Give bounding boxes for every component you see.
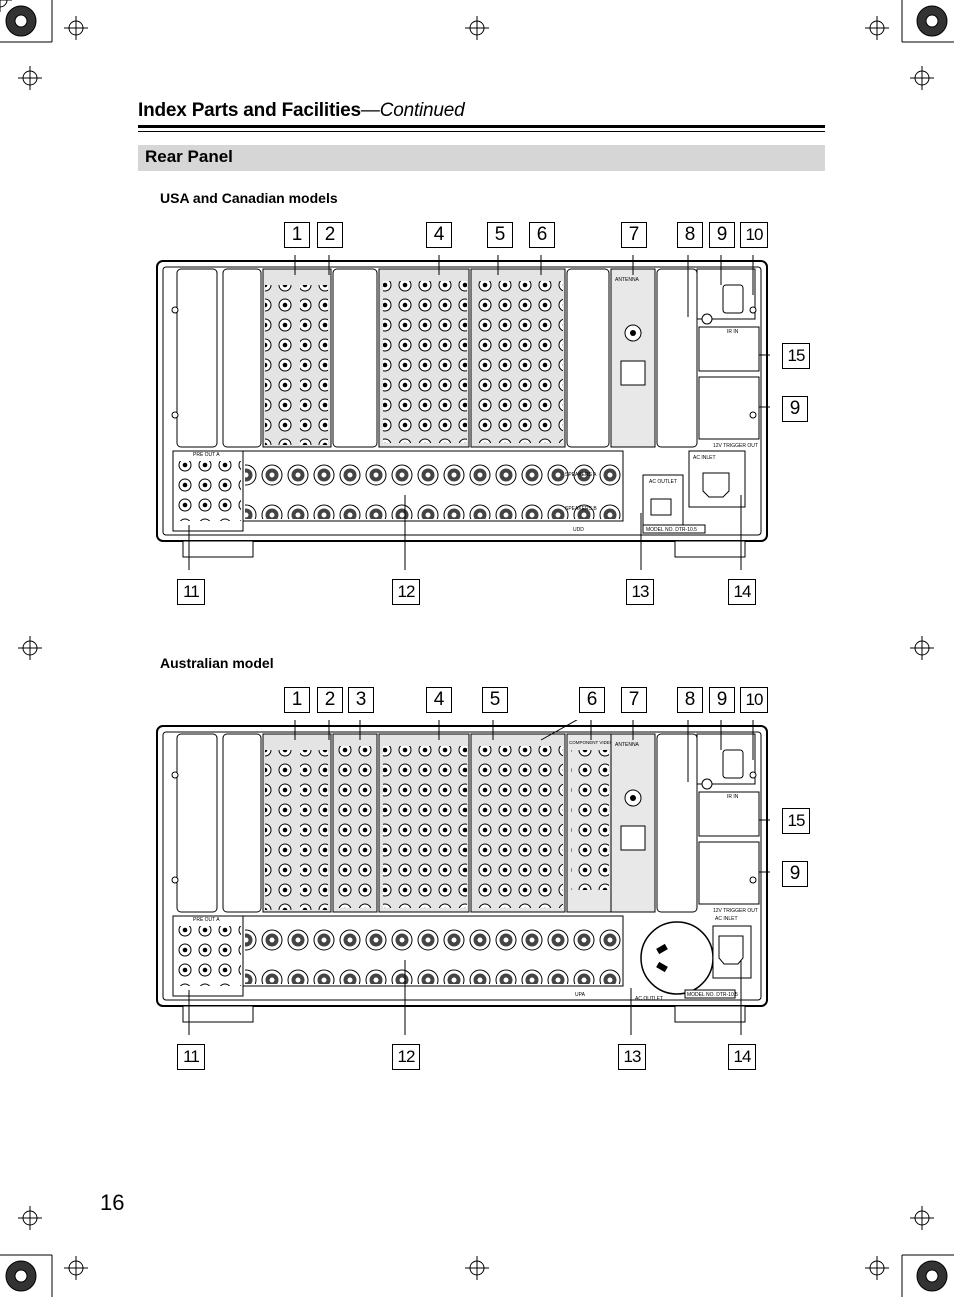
usa-rear-panel: ANTENNA IR IN 12V TRIGGER OUT PRE OUT A …: [156, 255, 770, 570]
callout: 14: [728, 579, 756, 605]
callout: 6: [529, 222, 555, 248]
svg-text:UPA: UPA: [575, 992, 586, 998]
svg-text:AC INLET: AC INLET: [693, 455, 716, 461]
usa-heading: USA and Canadian models: [160, 190, 338, 206]
callout: 13: [626, 579, 654, 605]
section-title: Rear Panel: [145, 147, 233, 166]
svg-text:IR IN: IR IN: [727, 329, 739, 335]
page-number: 16: [100, 1190, 125, 1215]
section-bar: [138, 145, 825, 171]
callout: 7: [621, 687, 647, 713]
aus-heading: Australian model: [160, 655, 274, 671]
callout: 10: [740, 687, 768, 713]
svg-text:SPEAKERS A: SPEAKERS A: [565, 472, 597, 478]
callout: 5: [482, 687, 508, 713]
svg-text:AC OUTLET: AC OUTLET: [649, 479, 677, 485]
callout: 11: [177, 579, 205, 605]
callout: 7: [621, 222, 647, 248]
svg-text:SPEAKERS B: SPEAKERS B: [565, 506, 597, 512]
callout: 9: [782, 861, 808, 887]
callout: 13: [618, 1044, 646, 1070]
callout: 9: [782, 396, 808, 422]
callout: 1: [284, 222, 310, 248]
header-continued: —Continued: [360, 100, 465, 121]
svg-text:MODEL NO. DTR-10.5: MODEL NO. DTR-10.5: [646, 527, 697, 533]
svg-text:PRE OUT A: PRE OUT A: [193, 917, 220, 923]
svg-text:ANTENNA: ANTENNA: [615, 742, 640, 748]
callout: 8: [677, 222, 703, 248]
header-rule-thin: [138, 131, 825, 132]
callout: 12: [392, 1044, 420, 1070]
callout: 14: [728, 1044, 756, 1070]
svg-text:MODEL NO. DTR-10.5: MODEL NO. DTR-10.5: [687, 992, 738, 998]
svg-text:12V TRIGGER OUT: 12V TRIGGER OUT: [713, 908, 758, 914]
callout: 3: [348, 687, 374, 713]
callout: 4: [426, 687, 452, 713]
callout: 8: [677, 687, 703, 713]
svg-text:PRE OUT A: PRE OUT A: [193, 452, 220, 458]
svg-text:COMPONENT VIDEO: COMPONENT VIDEO: [569, 740, 614, 745]
callout: 4: [426, 222, 452, 248]
callout: 15: [782, 343, 810, 369]
callout: 2: [317, 222, 343, 248]
callout: 5: [487, 222, 513, 248]
svg-text:IR IN: IR IN: [727, 794, 739, 800]
svg-text:AC INLET: AC INLET: [715, 916, 738, 922]
callout: 9: [709, 222, 735, 248]
callout: 11: [177, 1044, 205, 1070]
svg-text:AC OUTLET: AC OUTLET: [635, 996, 663, 1002]
callout: 1: [284, 687, 310, 713]
callout: 9: [709, 687, 735, 713]
svg-text:UDD: UDD: [573, 527, 584, 533]
header-rule: [138, 125, 825, 128]
svg-text:12V TRIGGER OUT: 12V TRIGGER OUT: [713, 443, 758, 449]
callout: 15: [782, 808, 810, 834]
callout: 10: [740, 222, 768, 248]
callout: 12: [392, 579, 420, 605]
aus-rear-panel: COMPONENT VIDEO ANTENNA IR IN 12V TRIGGE…: [156, 720, 770, 1035]
antenna-label: ANTENNA: [615, 277, 640, 283]
callout: 2: [317, 687, 343, 713]
callout: 6: [579, 687, 605, 713]
page-header-title: Index Parts and Facilities—Continued: [138, 100, 465, 121]
